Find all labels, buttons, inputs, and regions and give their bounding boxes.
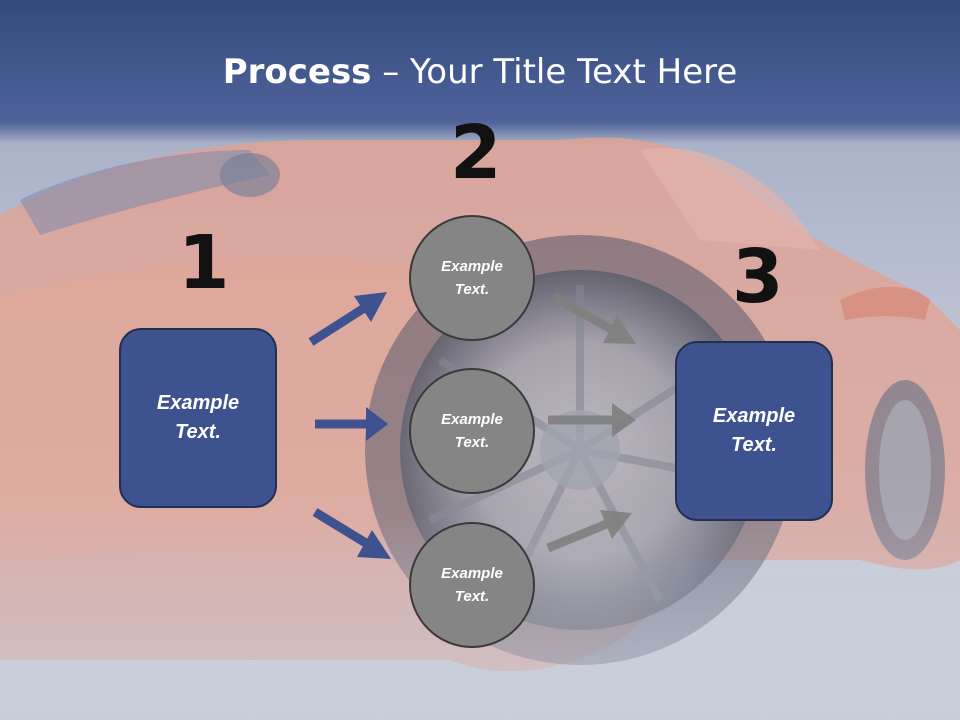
title-rest-text: – Your Title Text Here: [371, 52, 738, 92]
step-1-text-line2: Text.: [175, 421, 221, 443]
step-3-text-line1: Example: [712, 405, 796, 427]
step-3-text-line2: Text.: [731, 434, 777, 456]
step-2-circle-top: Example Text.: [409, 215, 535, 341]
circle-bottom-text-line2: Text.: [454, 588, 490, 605]
circle-middle-text: Example Text.: [441, 408, 503, 454]
circle-middle-text-line2: Text.: [454, 434, 490, 451]
circle-middle-text-line1: Example: [441, 411, 503, 428]
circle-top-text: Example Text.: [441, 255, 503, 301]
circle-bottom-text-line1: Example: [441, 565, 503, 582]
circle-bottom-text: Example Text.: [441, 562, 503, 608]
title-bold-text: Process: [222, 52, 372, 92]
step-2-circle-middle: Example Text.: [409, 368, 535, 494]
step-number-3: 3: [732, 234, 784, 320]
circle-top-text-line1: Example: [441, 258, 503, 275]
step-3-text: Example Text.: [713, 402, 795, 460]
step-number-2: 2: [450, 110, 502, 196]
step-1-text: Example Text.: [157, 389, 239, 447]
slide-title: Process – Your Title Text Here: [0, 52, 960, 92]
circle-top-text-line2: Text.: [454, 281, 490, 298]
step-1-text-line1: Example: [156, 392, 240, 414]
step-2-circle-bottom: Example Text.: [409, 522, 535, 648]
step-1-box: Example Text.: [119, 328, 277, 508]
step-number-1: 1: [178, 220, 230, 306]
step-3-box: Example Text.: [675, 341, 833, 521]
